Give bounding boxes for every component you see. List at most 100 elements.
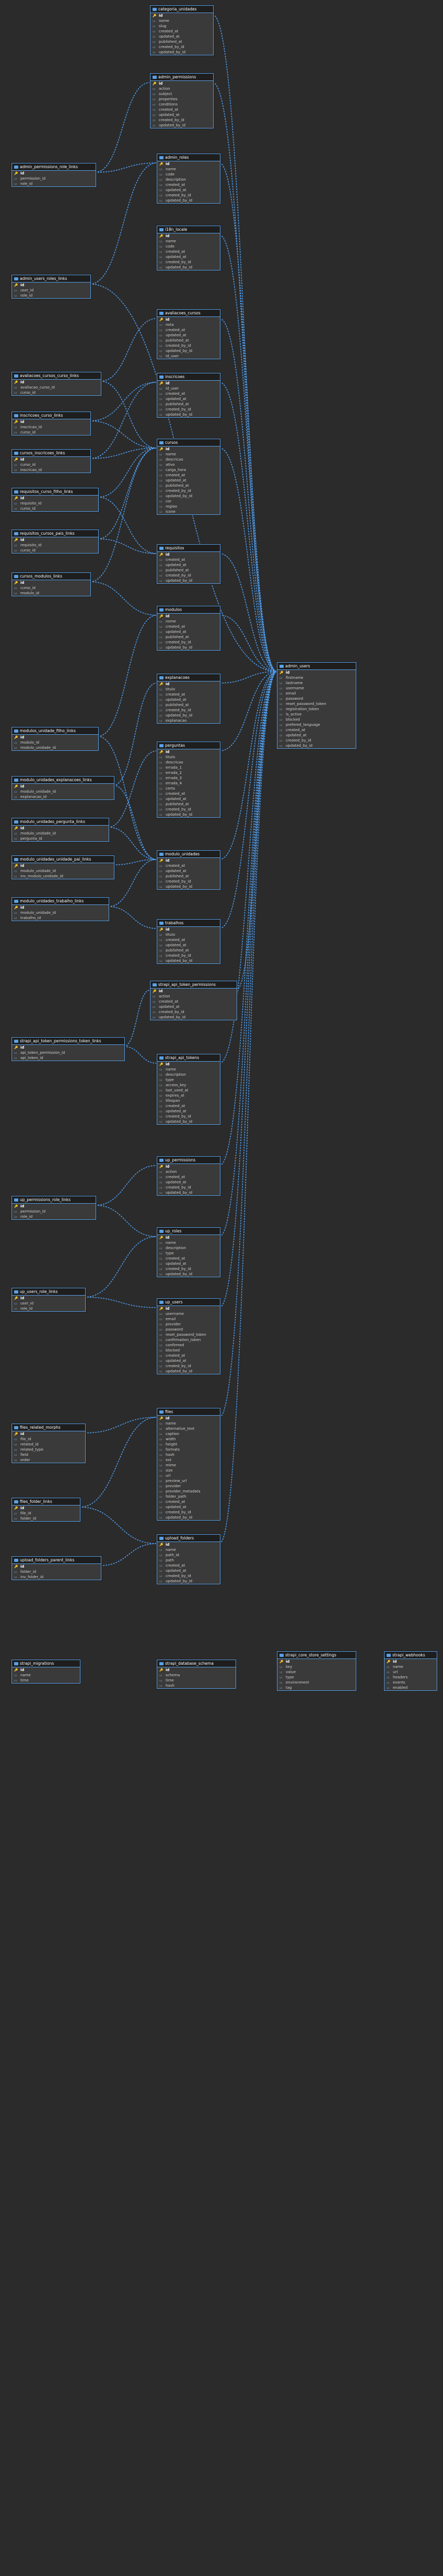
table-header[interactable]: requisitos_cursos_pais_links [12,530,98,537]
table-cursos[interactable]: cursos🔑id▭nome▭descricao▭ativo▭carga_hor… [157,439,220,515]
table-header[interactable]: admin_permissions_role_links [12,163,96,171]
table-header[interactable]: files [157,1408,220,1416]
table-cursos-modulos-links[interactable]: cursos_modulos_links🔑id▭curso_id▭modulo_… [11,572,91,596]
table-modulos[interactable]: modulos🔑id▭nome▭created_at▭updated_at▭pu… [157,606,220,651]
table-strapi-api-tokens[interactable]: strapi_api_tokens🔑id▭name▭description▭ty… [157,1054,220,1125]
table-modulo-unidades-trabalho-links[interactable]: modulo_unidades_trabalho_links🔑id▭modulo… [11,897,109,921]
table-upload-folders-parent-links[interactable]: upload_folders_parent_links🔑id▭folder_id… [11,1556,101,1580]
table-admin-permissions-role-links[interactable]: admin_permissions_role_links🔑id▭permissi… [11,163,96,187]
table-header[interactable]: up_roles [157,1228,220,1235]
table-strapi-database-schema[interactable]: strapi_database_schema🔑id▭schema▭time▭ha… [157,1660,236,1689]
table-header[interactable]: up_permissions_role_links [12,1196,96,1204]
table-strapi-core-store-settings[interactable]: strapi_core_store_settings🔑id▭key▭value▭… [277,1651,356,1691]
table-name: admin_users_roles_links [20,276,67,281]
table-header[interactable]: admin_users_roles_links [12,275,90,283]
table-up-permissions[interactable]: up_permissions🔑id▭action▭created_at▭upda… [157,1156,220,1196]
table-modulo-unidade-filho-links[interactable]: modulos_unidade_filho_links🔑id▭modulo_id… [11,727,99,751]
table-header[interactable]: modulos_unidade_filho_links [12,727,98,735]
table-header[interactable]: trabalhos [157,920,220,927]
table-avaliacoes-cursos[interactable]: avaliacoes_cursos🔑id▭nota▭created_at▭upd… [157,309,220,359]
column-icon: ▭ [159,1241,162,1245]
field-name: created_by_id [159,118,184,122]
field-name: created_at [166,558,185,562]
table-header[interactable]: cursos_modulos_links [12,573,90,580]
table-admin-users-roles-links[interactable]: admin_users_roles_links🔑id▭user_id▭role_… [11,275,91,299]
table-header[interactable]: modulos [157,606,220,614]
table-header[interactable]: i18n_locale [157,226,220,233]
table-header[interactable]: categoria_unidades [150,6,213,13]
table-header[interactable]: strapi_api_token_permissions [150,981,237,989]
table-files[interactable]: files🔑id▭name▭alternative_text▭caption▭w… [157,1408,220,1521]
table-header[interactable]: up_users_role_links [12,1288,85,1296]
table-trabalhos[interactable]: trabalhos🔑id▭titulo▭created_at▭updated_a… [157,919,220,964]
table-header[interactable]: explanacoes [157,674,220,681]
table-up-users-role-links[interactable]: up_users_role_links🔑id▭user_id▭role_id [11,1288,86,1312]
table-header[interactable]: admin_permissions [150,74,213,81]
table-header[interactable]: strapi_core_store_settings [277,1652,356,1659]
table-header[interactable]: modulo_unidades_explanacoes_links [12,777,114,784]
table-up-permissions-role-links[interactable]: up_permissions_role_links🔑id▭permission_… [11,1196,96,1220]
table-avaliacoes-cursos-curso-links[interactable]: avaliacoes_cursos_curso_links🔑id▭avaliac… [11,372,101,396]
table-admin-permissions[interactable]: admin_permissions🔑id▭action▭subject▭prop… [150,73,214,128]
table-header[interactable]: modulo_unidades_pergunta_links [12,818,109,826]
table-requisitos-curso-filho-links[interactable]: requisitos_curso_filho_links🔑id▭requisit… [11,488,99,512]
table-header[interactable]: inscricoes [157,373,220,381]
table-modulo-unidades-unidade-pai-links[interactable]: modulo_unidades_unidade_pai_links🔑id▭mod… [11,855,114,879]
table-modulo-unidades[interactable]: modulo_unidades🔑id▭created_at▭updated_at… [157,850,220,890]
table-strapi-migrations[interactable]: strapi_migrations🔑id▭name▭time [11,1660,80,1684]
table-explanacoes[interactable]: explanacoes🔑id▭titulo▭created_at▭updated… [157,674,220,724]
table-modulo-unidades-explanacoes-links[interactable]: modulo_unidades_explanacoes_links🔑id▭mod… [11,776,114,800]
table-header[interactable]: upload_folders_parent_links [12,1557,101,1564]
table-perguntas[interactable]: perguntas🔑id▭titulo▭descricao▭errada_1▭e… [157,742,220,818]
table-up-roles[interactable]: up_roles🔑id▭name▭description▭type▭create… [157,1227,220,1277]
table-up-users[interactable]: up_users🔑id▭username▭email▭provider▭pass… [157,1298,220,1374]
column-icon: ▭ [159,693,162,697]
field-name: requisito_id [20,501,42,505]
table-files-folder-links[interactable]: files_folder_links🔑id▭file_id▭folder_id [11,1498,80,1522]
relationship-line [89,581,157,616]
table-header[interactable]: avaliacoes_cursos [157,310,220,317]
table-header[interactable]: cursos_inscricoes_links [12,450,90,457]
table-header[interactable]: requisitos_curso_filho_links [12,488,98,496]
table-categoria-unidades[interactable]: categoria_unidades🔑id▭nome▭slug▭created_… [150,5,214,55]
table-header[interactable]: strapi_migrations [12,1660,80,1667]
primary-key-field: 🔑id [12,1431,85,1437]
table-header[interactable]: avaliacoes_cursos_curso_links [12,372,101,380]
table-files-related-morphs[interactable]: files_related_morphs🔑id▭file_id▭related_… [11,1424,86,1463]
table-header[interactable]: up_users [157,1299,220,1306]
table-header[interactable]: modulo_unidades [157,851,220,858]
table-header[interactable]: cursos [157,439,220,446]
table-header[interactable]: upload_folders [157,1535,220,1542]
table-header[interactable]: admin_users [277,663,356,670]
table-header[interactable]: modulo_unidades_trabalho_links [12,898,109,905]
table-header[interactable]: perguntas [157,742,220,749]
table-admin-roles[interactable]: admin_roles🔑id▭name▭code▭description▭cre… [157,154,220,204]
column-icon: ▭ [159,245,162,249]
table-modulo-unidades-pergunta-links[interactable]: modulo_unidades_pergunta_links🔑id▭modulo… [11,818,109,842]
table-admin-users[interactable]: admin_users🔑id▭firstname▭lastname▭userna… [277,662,356,749]
table-header[interactable]: admin_roles [157,154,220,161]
table-strapi-api-token-permissions[interactable]: strapi_api_token_permissions🔑id▭action▭c… [150,981,237,1020]
table-header[interactable]: strapi_database_schema [157,1660,236,1667]
table-header[interactable]: strapi_api_token_permissions_token_links [12,1038,124,1045]
table-cursos-inscricoes-links[interactable]: cursos_inscricoes_links🔑id▭curso_id▭insc… [11,449,91,473]
table-header[interactable]: strapi_webhooks [384,1652,437,1659]
table-inscricoes-cursos-links[interactable]: inscricoes_curso_links🔑id▭inscricao_id▭c… [11,411,91,436]
table-header[interactable]: strapi_api_tokens [157,1054,220,1062]
table-inscricoes[interactable]: inscricoes🔑id▭id_user▭created_at▭updated… [157,373,220,418]
table-header[interactable]: inscricoes_curso_links [12,412,90,419]
table-header[interactable]: files_related_morphs [12,1424,85,1431]
table-strapi-webhooks[interactable]: strapi_webhooks🔑id▭name▭url▭headers▭even… [384,1651,437,1691]
column-icon: ▭ [14,1575,17,1579]
table-header[interactable]: files_folder_links [12,1498,80,1505]
table-requisitos-cursos-pais-links[interactable]: requisitos_cursos_pais_links🔑id▭requisit… [11,530,99,554]
field-name: field [20,1453,29,1457]
table-upload-folders[interactable]: upload_folders🔑id▭name▭path_id▭path▭crea… [157,1534,220,1584]
table-header[interactable]: modulo_unidades_unidade_pai_links [12,856,114,863]
table-name: avaliacoes_cursos [165,311,201,315]
table-files-locale[interactable]: i18n_locale🔑id▭name▭code▭created_at▭upda… [157,226,220,270]
table-header[interactable]: up_permissions [157,1157,220,1164]
table-requisitos[interactable]: requisitos🔑id▭created_at▭updated_at▭publ… [157,544,220,584]
table-strapi-api-token-permissions-token-links[interactable]: strapi_api_token_permissions_token_links… [11,1037,125,1061]
table-header[interactable]: requisitos [157,545,220,552]
